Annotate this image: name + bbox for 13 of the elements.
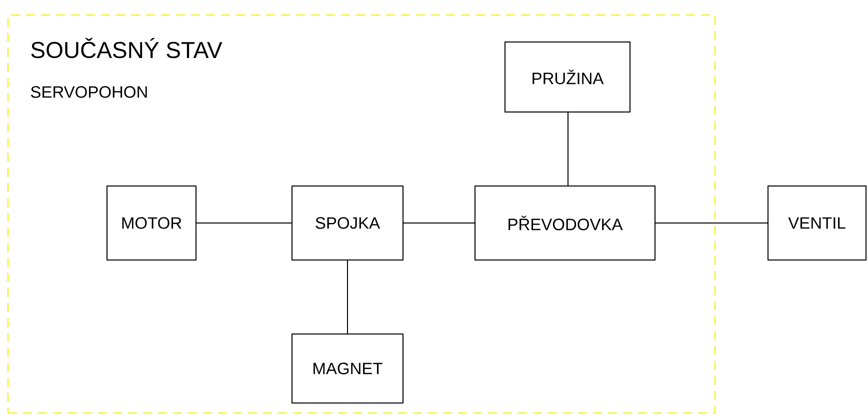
connector-line — [347, 260, 348, 334]
connector-line — [655, 222, 768, 224]
dashed-frame — [7, 14, 716, 414]
process-box: SPOJKA — [292, 186, 404, 260]
process-box: PŘEVODOVKA — [474, 186, 656, 260]
process-box: MAGNET — [292, 334, 404, 404]
connector-line — [196, 222, 292, 224]
process-box: VENTIL — [768, 186, 866, 260]
frame-title: SOUČASNÝ STAV — [31, 38, 222, 58]
connector-line — [403, 222, 475, 224]
process-box: MOTOR — [106, 186, 196, 260]
process-box: PRUŽINA — [504, 42, 630, 112]
frame-subtitle: SERVOPOHON — [30, 86, 147, 98]
